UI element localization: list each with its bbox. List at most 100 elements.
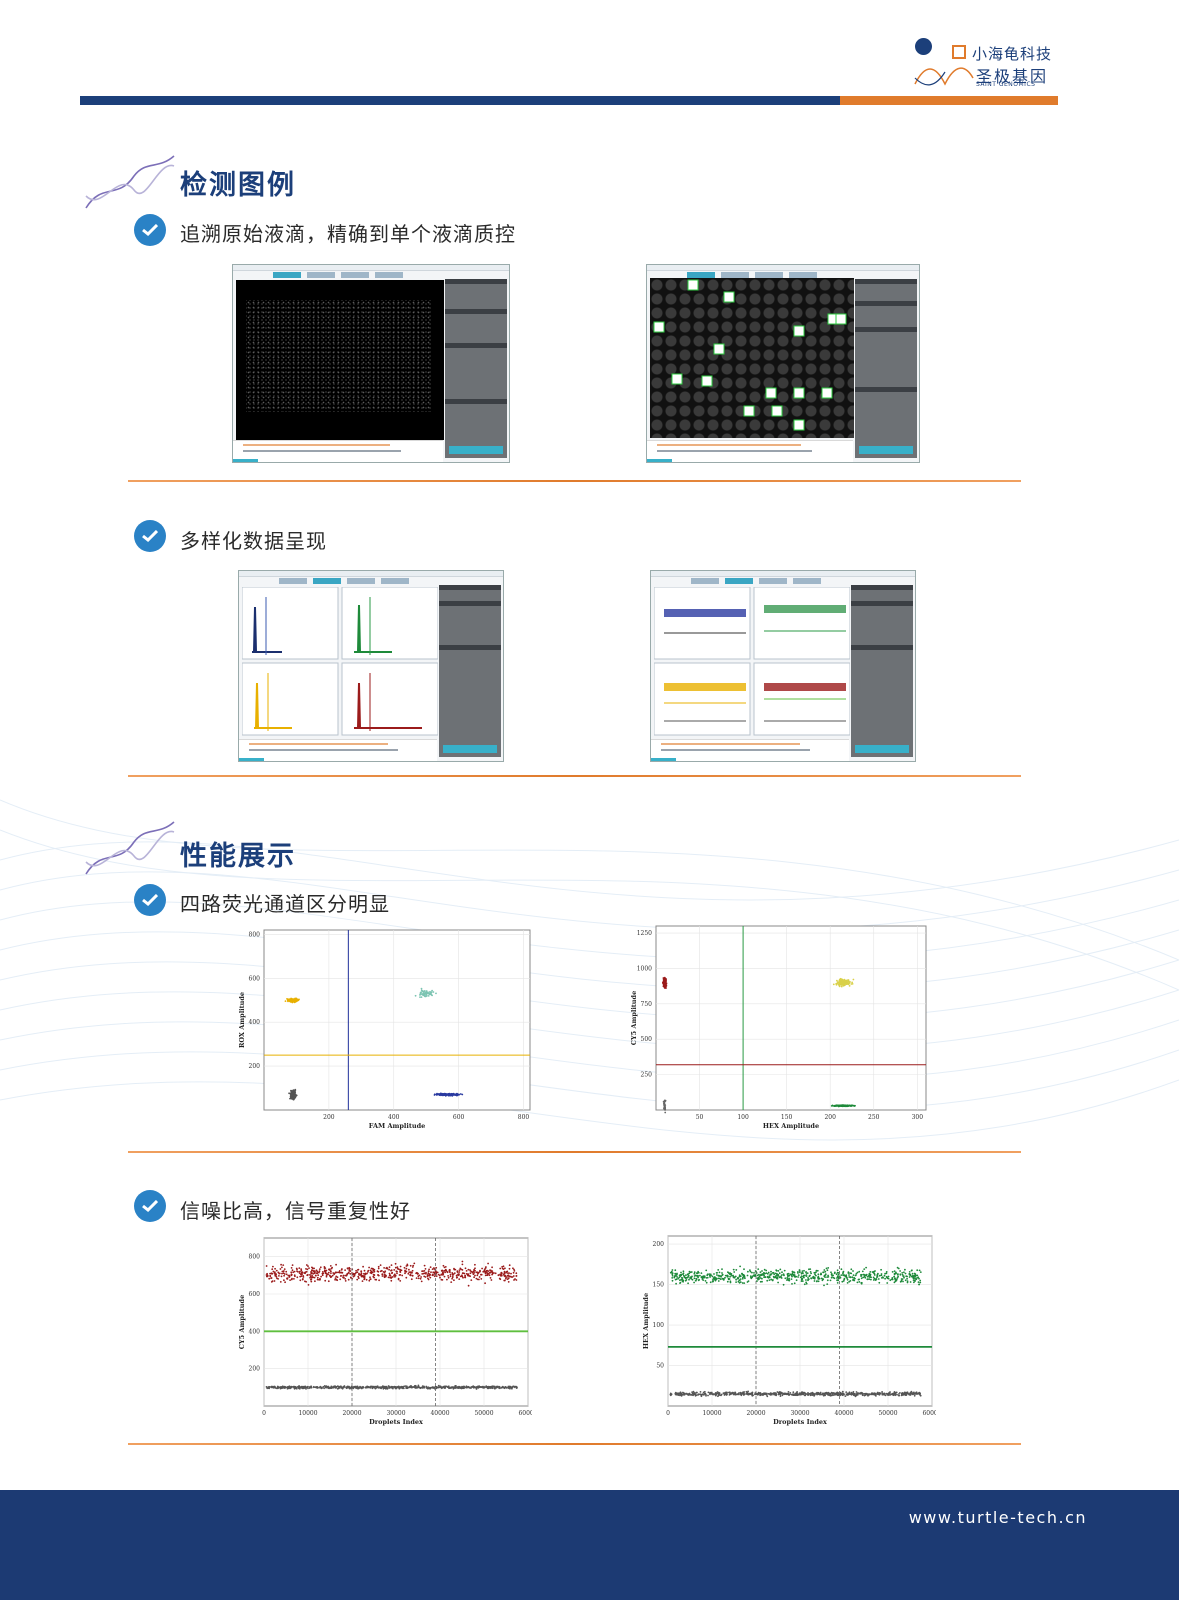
data-point (289, 1279, 291, 1281)
data-point (467, 1284, 470, 1287)
data-point (488, 1274, 491, 1277)
data-point (329, 1268, 331, 1271)
data-point (860, 1273, 863, 1276)
data-point (436, 1271, 438, 1274)
data-point (405, 1276, 408, 1279)
data-point (472, 1270, 475, 1273)
data-point (451, 1273, 454, 1276)
data-point (290, 1278, 293, 1281)
data-point (293, 1270, 296, 1273)
data-point (411, 1269, 414, 1272)
data-point (371, 1271, 374, 1274)
data-point (751, 1271, 753, 1274)
data-point (446, 1093, 449, 1096)
data-point (470, 1387, 472, 1389)
data-point (274, 1273, 276, 1276)
data-point (842, 1392, 844, 1395)
data-point (823, 1284, 825, 1287)
data-point (735, 1269, 738, 1271)
data-point (292, 1090, 295, 1092)
data-point (307, 1284, 310, 1286)
data-point (844, 983, 846, 986)
data-point (803, 1283, 806, 1286)
data-point (463, 1272, 466, 1275)
data-point (314, 1271, 316, 1273)
data-point (494, 1387, 496, 1390)
data-point (709, 1276, 711, 1278)
data-point (901, 1273, 904, 1276)
data-point (359, 1386, 362, 1389)
data-point (502, 1268, 505, 1270)
data-point (670, 1271, 673, 1274)
data-point (753, 1272, 755, 1274)
data-point (491, 1271, 494, 1274)
data-point (494, 1272, 497, 1275)
data-point (316, 1278, 319, 1281)
data-point (484, 1282, 486, 1285)
data-point (325, 1274, 328, 1277)
data-point (707, 1391, 710, 1394)
data-point (315, 1386, 318, 1388)
data-point (431, 994, 433, 997)
data-point (810, 1277, 813, 1280)
data-point (810, 1392, 813, 1395)
data-point (673, 1276, 676, 1279)
data-point (313, 1267, 315, 1270)
data-point (359, 1274, 361, 1276)
data-point (800, 1392, 803, 1395)
data-point (748, 1393, 750, 1395)
data-point (421, 1386, 423, 1389)
software-screenshot-1d-plots (650, 570, 916, 762)
data-point (369, 1271, 372, 1274)
data-point (274, 1267, 276, 1270)
data-point (468, 1386, 471, 1389)
data-point (371, 1267, 374, 1270)
data-point (847, 983, 850, 986)
data-point (502, 1386, 505, 1389)
data-point (728, 1391, 731, 1394)
data-point (771, 1272, 774, 1274)
x-tick-label: 40000 (834, 1410, 853, 1417)
data-point (279, 1268, 282, 1270)
data-point (508, 1275, 511, 1278)
data-point (715, 1277, 718, 1280)
data-point (695, 1391, 698, 1394)
data-point (912, 1274, 914, 1277)
data-point (695, 1277, 698, 1280)
data-point (913, 1275, 916, 1277)
data-point (853, 1105, 856, 1107)
data-point (299, 1275, 302, 1278)
data-point (705, 1281, 708, 1284)
data-point (472, 1273, 475, 1276)
data-point (918, 1277, 920, 1280)
x-tick-label: 60000 (922, 1410, 936, 1417)
data-point (855, 1272, 858, 1275)
data-point (768, 1393, 771, 1395)
data-point (469, 1272, 472, 1275)
cluster-hex-cy5- (830, 1104, 856, 1108)
data-point (777, 1281, 779, 1284)
data-point (848, 985, 851, 987)
website-link[interactable]: www.turtle-tech.cn (908, 1508, 1087, 1527)
data-point (470, 1279, 473, 1281)
data-point (677, 1277, 679, 1280)
data-point (385, 1267, 388, 1270)
data-point (319, 1266, 322, 1269)
data-point (861, 1392, 864, 1395)
data-point (311, 1274, 313, 1277)
data-point (286, 1387, 289, 1390)
data-point (508, 1267, 511, 1270)
data-point (764, 1276, 767, 1279)
data-point (765, 1269, 768, 1272)
data-point (703, 1390, 706, 1393)
data-point (342, 1274, 345, 1277)
data-point (805, 1273, 808, 1275)
data-point (325, 1275, 328, 1278)
data-point (484, 1274, 487, 1277)
data-point (768, 1279, 771, 1281)
data-point (381, 1273, 384, 1275)
data-point (840, 1392, 843, 1395)
data-point (839, 1276, 842, 1279)
data-point (282, 1270, 285, 1273)
data-point (739, 1265, 741, 1268)
